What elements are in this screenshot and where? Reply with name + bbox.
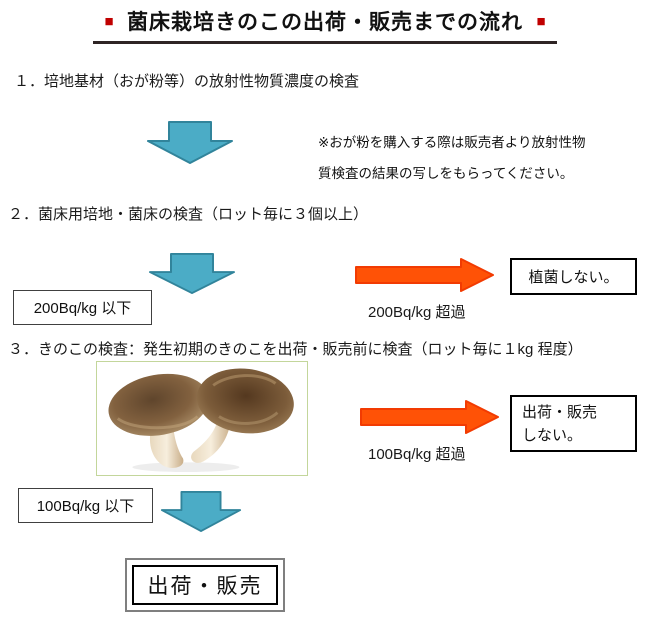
no-shipping-box: 出荷・販売 しない。 — [510, 395, 637, 452]
no-shipping-line-1: 出荷・販売 — [522, 403, 598, 421]
no-inoculation-box: 植菌しない。 — [510, 258, 637, 295]
under-200bq-box: 200Bq/kg 以下 — [13, 290, 152, 325]
title-underline: ■ 菌床栽培きのこの出荷・販売までの流れ ■ — [93, 6, 557, 44]
step2-heading: ２．菌床用培地・菌床の検査（ロット毎に３個以上） — [8, 206, 369, 223]
page-title: ■ 菌床栽培きのこの出荷・販売までの流れ ■ — [0, 6, 650, 44]
step3-heading: ３．きのこの検査：発生初期のきのこを出荷・販売前に検査（ロット毎に１kg 程度） — [8, 341, 583, 358]
title-text: 菌床栽培きのこの出荷・販売までの流れ — [127, 11, 523, 34]
down-arrow-icon — [149, 253, 235, 295]
right-arrow-icon — [360, 400, 499, 434]
shiitake-mushrooms-photo — [96, 361, 308, 476]
red-square-right-icon: ■ — [536, 12, 546, 30]
under-100bq-box: 100Bq/kg 以下 — [18, 488, 153, 523]
no-inoculation-label: 植菌しない。 — [528, 269, 619, 286]
red-square-left-icon: ■ — [104, 12, 114, 30]
note-line-2: 質検査の結果の写しをもらってください。 — [318, 166, 574, 181]
under-200bq-label: 200Bq/kg 以下 — [33, 300, 132, 317]
down-arrow-icon — [160, 491, 242, 533]
shipping-sales-box: 出荷・販売 — [125, 558, 285, 612]
right-arrow-icon — [355, 258, 494, 292]
mushroom-illustration-icon — [108, 368, 294, 473]
no-shipping-label: 出荷・販売 しない。 — [522, 401, 597, 447]
down-arrow-icon — [147, 121, 233, 164]
sawdust-note: ※おが粉を購入する際は販売者より放射性物 質検査の結果の写しをもらってください。 — [318, 131, 586, 182]
note-line-1: ※おが粉を購入する際は販売者より放射性物 — [318, 135, 586, 150]
over-100bq-label: 100Bq/kg 超過 — [368, 446, 466, 463]
under-100bq-label: 100Bq/kg 以下 — [36, 498, 135, 515]
no-shipping-line-2: しない。 — [522, 426, 583, 444]
over-200bq-label: 200Bq/kg 超過 — [368, 304, 466, 321]
shipping-sales-label: 出荷・販売 — [147, 575, 263, 598]
step1-heading: １．培地基材（おが粉等）の放射性物質濃度の検査 — [14, 73, 360, 90]
